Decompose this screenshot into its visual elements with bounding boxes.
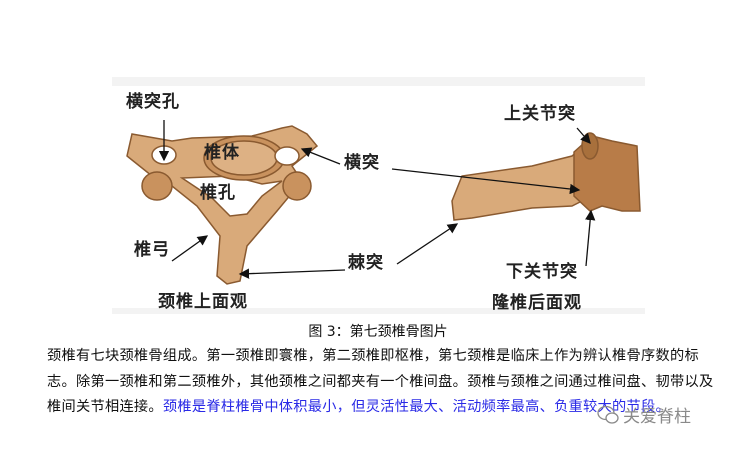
- label-vertebral-body: 椎体: [204, 143, 240, 163]
- label-inferior-articular: 下关节突: [506, 262, 578, 282]
- label-transverse-foramen: 横突孔: [126, 92, 180, 112]
- label-posterior-view: 隆椎后面观: [492, 293, 582, 313]
- pointer-arrows: [158, 120, 596, 279]
- c7-vertebra-drawing: [451, 132, 641, 221]
- wechat-icon: [597, 405, 619, 424]
- figure-caption: 图 3：第七颈椎骨图片: [308, 324, 448, 340]
- label-vertebral-foramen: 椎孔: [200, 183, 236, 203]
- label-superior-articular: 上关节突: [504, 104, 576, 124]
- vertebra-figure: 横突孔 椎体 椎孔 椎弓 横突 棘突 颈椎上面观 上关节突 下关节突 隆椎后面观: [112, 77, 645, 314]
- label-transverse-process: 横突: [344, 153, 380, 173]
- watermark: 关爱脊柱: [597, 402, 691, 427]
- watermark-text: 关爱脊柱: [623, 407, 691, 427]
- label-spinous-process: 棘突: [348, 253, 384, 273]
- cervical-vertebra-drawing: [126, 125, 319, 285]
- paragraph-text: 颈椎有七块颈椎骨组成。第一颈椎即寰椎，第二颈椎即枢椎，第七颈椎是临床上作为辨认椎…: [47, 348, 714, 415]
- label-vertebral-arch: 椎弓: [134, 240, 170, 260]
- body-paragraph: 颈椎有七块颈椎骨组成。第一颈椎即寰椎，第二颈椎即枢椎，第七颈椎是临床上作为辨认椎…: [47, 344, 719, 421]
- label-superior-view: 颈椎上面观: [158, 292, 248, 312]
- figure-canvas: 横突孔 椎体 椎孔 椎弓 横突 棘突 颈椎上面观 上关节突 下关节突 隆椎后面观: [112, 86, 645, 313]
- paragraph-highlight: 颈椎是脊柱椎骨中体积最小，但灵活性最大、活动频率最高、负重较大的节段。: [162, 399, 670, 415]
- vertebra-illustration: [126, 120, 641, 285]
